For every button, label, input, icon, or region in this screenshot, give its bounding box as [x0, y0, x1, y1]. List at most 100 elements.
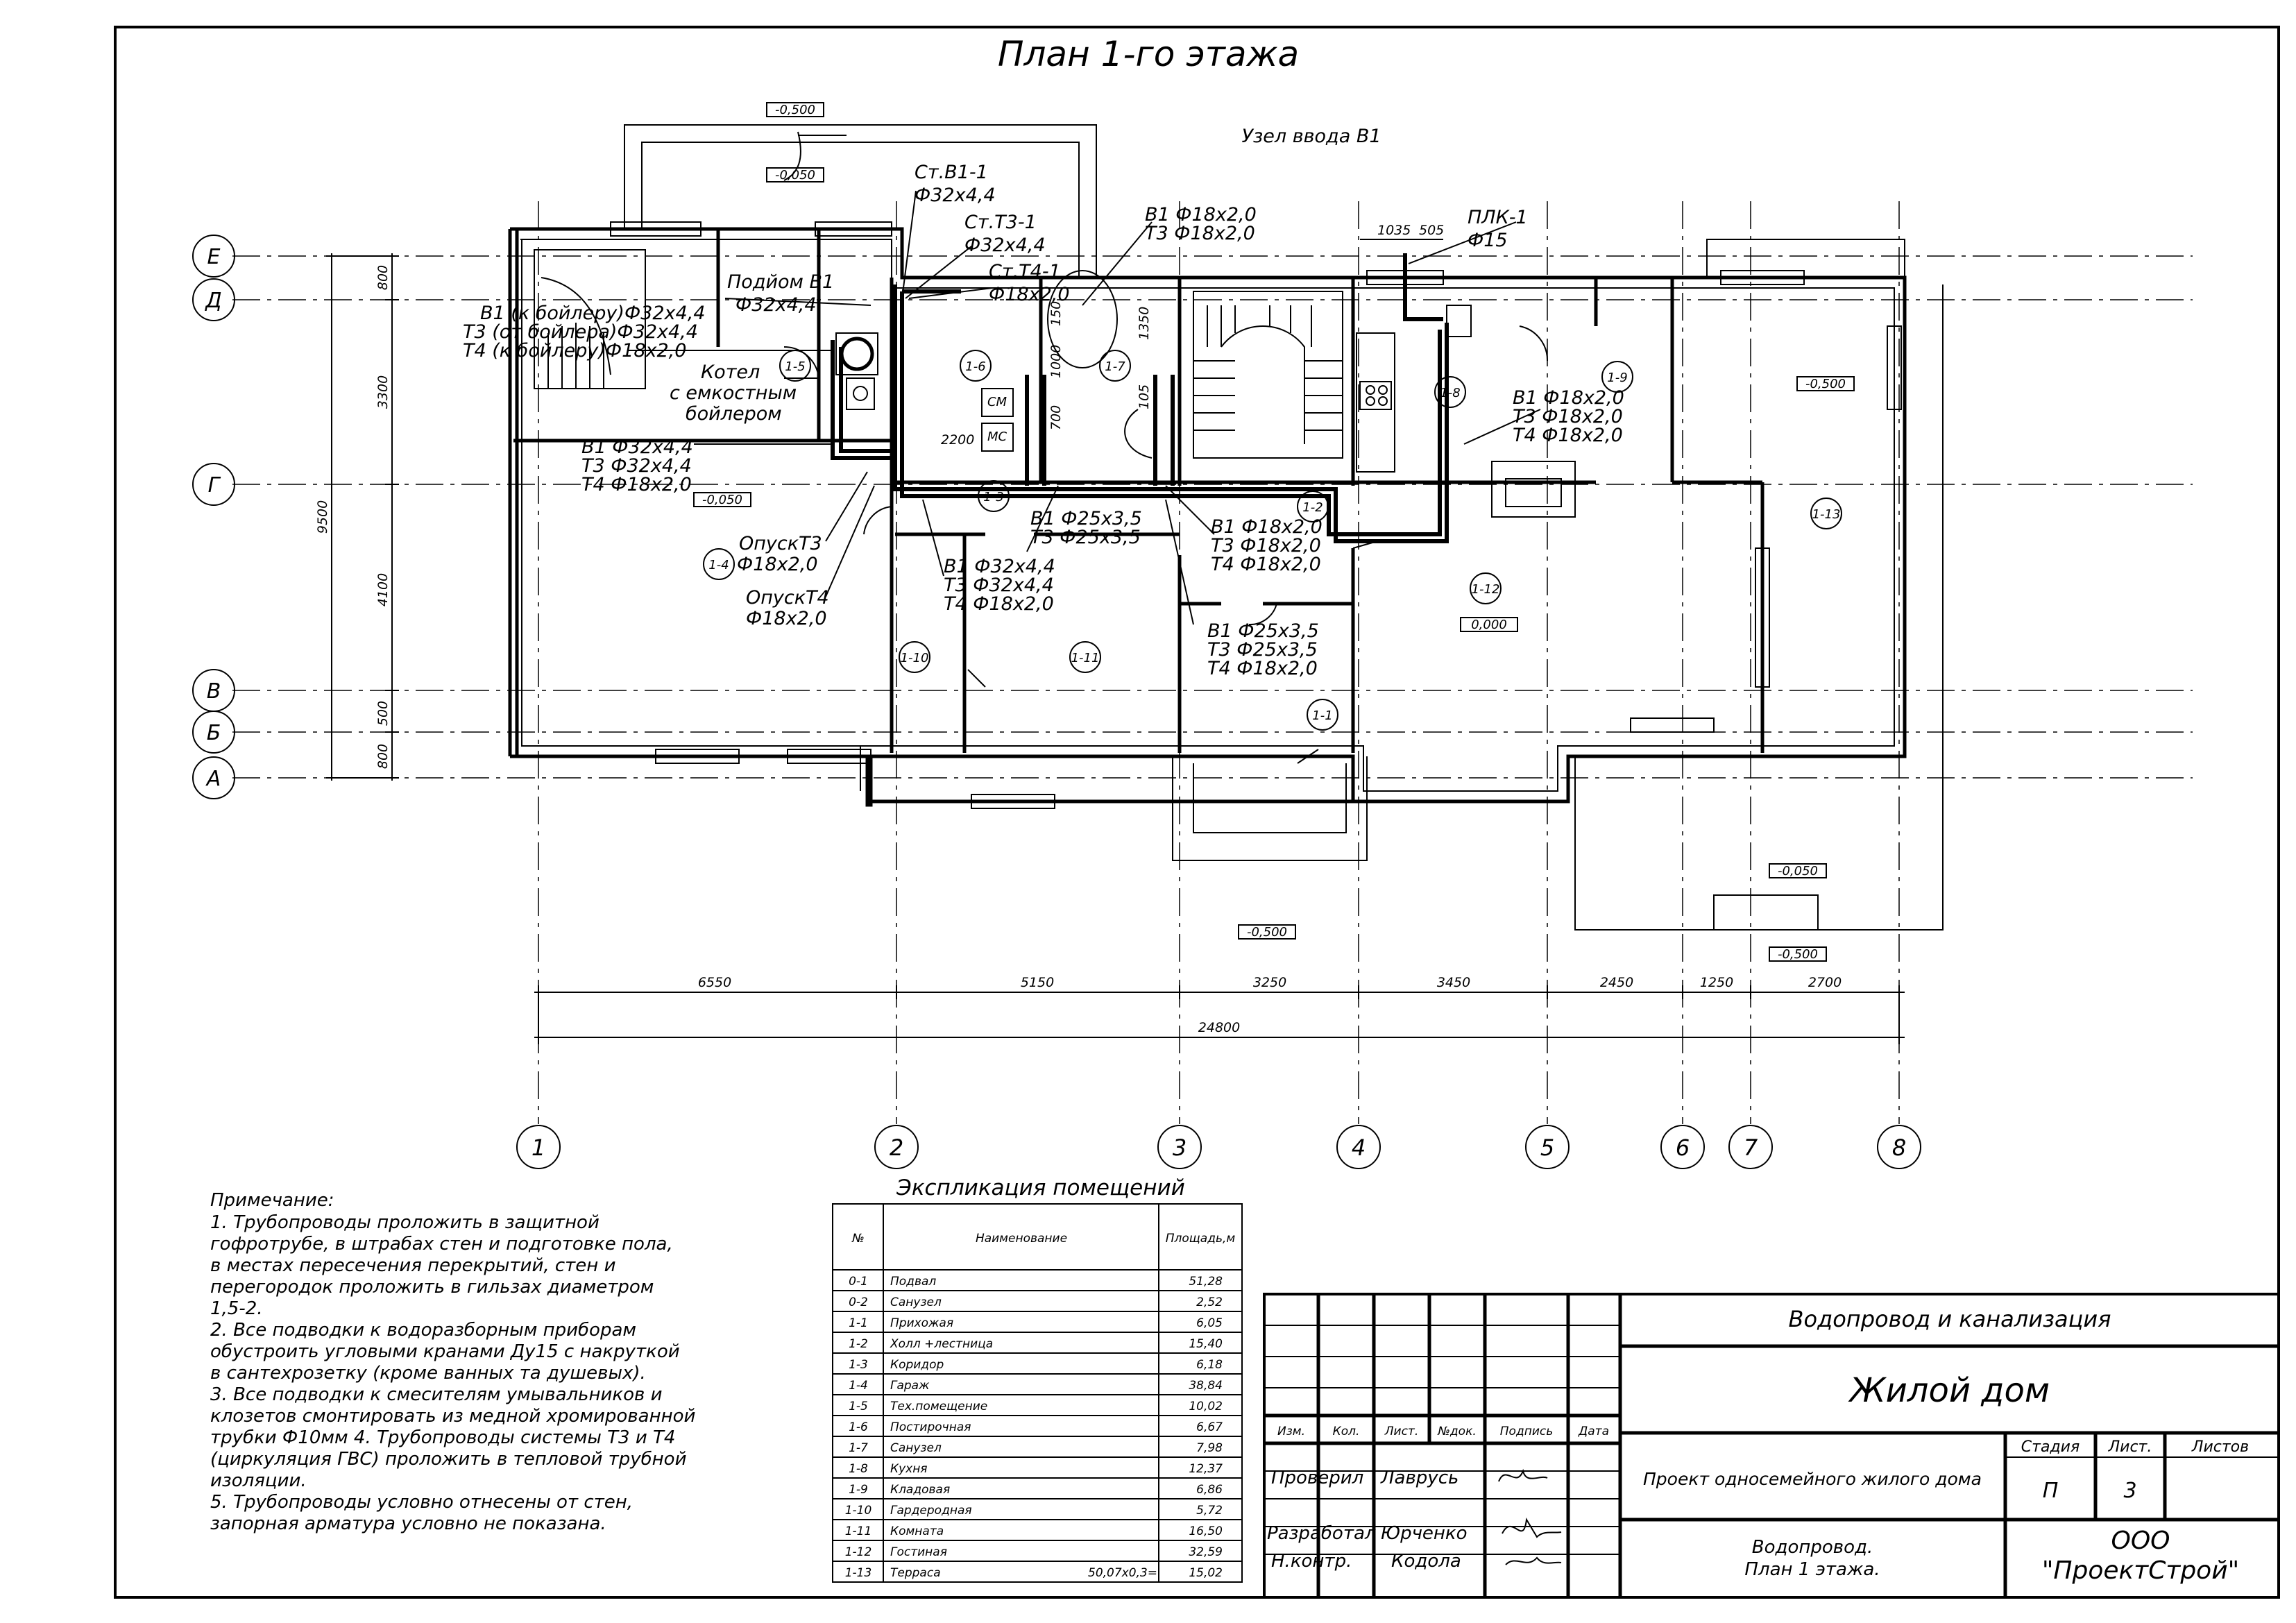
pipe-labels: Ст.В1-1 Ф32х4,4 Ст.Т3-1 Ф32х4,4 Ст.Т4-1 …	[463, 162, 1624, 679]
svg-text:Ст.Т3-1: Ст.Т3-1	[964, 212, 1037, 233]
room-name: Гардеродная	[890, 1504, 972, 1518]
room-marker: 1-6	[965, 359, 985, 374]
svg-text:В1 Ф25х3,5: В1 Ф25х3,5	[1030, 508, 1142, 529]
note-line: 1. Трубопроводы проложить в защитной	[210, 1212, 599, 1233]
company-name: ООО	[2111, 1527, 2170, 1555]
level-marks: -0,500 -0,050 -0,050 -0,500 -0,050 -0,50…	[693, 102, 1855, 962]
axis-col-label: 4	[1352, 1135, 1366, 1161]
room-marker: 1-2	[1302, 500, 1323, 515]
svg-text:Наименование: Наименование	[976, 1232, 1067, 1246]
room-name: Кладовая	[890, 1483, 950, 1497]
room-marker: 1-13	[1812, 507, 1841, 522]
room-number: 1-1	[849, 1316, 868, 1330]
signature	[1498, 1468, 1548, 1482]
svg-text:2450: 2450	[1600, 975, 1633, 990]
svg-text:В1 Ф25х3,5: В1 Ф25х3,5	[1207, 620, 1319, 642]
svg-text:3450: 3450	[1437, 975, 1470, 990]
room-area: 6,18	[1196, 1358, 1223, 1372]
svg-text:1250: 1250	[1700, 975, 1733, 990]
signature	[1502, 1518, 1562, 1538]
room-area: 12,37	[1189, 1462, 1223, 1476]
svg-text:3250: 3250	[1253, 975, 1286, 990]
room-marker: 1-7	[1105, 359, 1125, 374]
svg-text:В1 (к бойлеру)Ф32х4,4: В1 (к бойлеру)Ф32х4,4	[480, 303, 705, 324]
svg-text:2700: 2700	[1808, 975, 1842, 990]
svg-text:-0,050: -0,050	[775, 168, 815, 182]
svg-text:800: 800	[375, 744, 391, 769]
axis-row-label: Г	[208, 473, 221, 498]
svg-text:Т3 Ф25х3,5: Т3 Ф25х3,5	[1207, 639, 1318, 661]
room-number: 0-1	[849, 1275, 868, 1289]
room-name: Холл +лестница	[890, 1337, 993, 1351]
room-number: 1-12	[845, 1545, 872, 1559]
svg-text:В1 Ф18х2,0: В1 Ф18х2,0	[1211, 516, 1323, 538]
svg-text:Листов: Листов	[2191, 1438, 2249, 1456]
room-number: 1-7	[849, 1441, 868, 1455]
svg-text:Т4 Ф18х2,0: Т4 Ф18х2,0	[581, 474, 692, 495]
axis-col-label: 6	[1676, 1135, 1690, 1161]
room-number: 1-4	[849, 1379, 868, 1393]
room-name: Комната	[890, 1524, 944, 1538]
room-name: Постирочная	[890, 1420, 971, 1434]
svg-text:ПЛК-1: ПЛК-1	[1468, 207, 1528, 228]
svg-text:В1 Ф32х4,4: В1 Ф32х4,4	[944, 556, 1055, 577]
room-marker: 1-11	[1071, 651, 1100, 665]
room-area: 10,02	[1189, 1400, 1223, 1413]
title-block: Водопровод и канализация Жилой дом Изм. …	[1263, 1293, 2280, 1599]
svg-text:-0,500: -0,500	[1805, 377, 1846, 391]
note-line: гофротрубе, в штрабах стен и подготовке …	[210, 1234, 673, 1255]
room-marker: 1-9	[1607, 371, 1627, 385]
room-area: 38,84	[1189, 1379, 1223, 1393]
axis-col-label: 2	[890, 1135, 903, 1161]
svg-text:150: 150	[1048, 301, 1064, 326]
svg-text:1350: 1350	[1137, 307, 1152, 340]
svg-text:Ф18х2,0: Ф18х2,0	[746, 608, 827, 629]
axis-col-label: 8	[1892, 1135, 1906, 1161]
svg-text:Котел: Котел	[701, 362, 760, 383]
axis-col-label: 3	[1173, 1135, 1187, 1161]
svg-text:Ф15: Ф15	[1468, 230, 1508, 251]
svg-text:Т3 Ф25х3,5: Т3 Ф25х3,5	[1030, 527, 1141, 548]
note-line: в сантехрозетку (кроме ванных та душевых…	[210, 1363, 646, 1384]
fixture-label: СМ	[987, 395, 1007, 409]
room-name: Санузел	[890, 1295, 942, 1309]
room-number: 1-13	[845, 1566, 872, 1580]
svg-text:-0,500: -0,500	[1778, 947, 1818, 962]
svg-text:Т3 Ф32х4,4: Т3 Ф32х4,4	[581, 455, 692, 477]
room-area: 7,98	[1196, 1441, 1223, 1455]
room-area: 16,50	[1189, 1524, 1223, 1538]
name-label: Кодола	[1391, 1551, 1461, 1572]
svg-text:2200: 2200	[941, 432, 974, 448]
svg-text:Изм.: Изм.	[1277, 1425, 1305, 1438]
role-label: Проверил	[1271, 1468, 1363, 1488]
room-name: Терраса	[890, 1566, 941, 1580]
svg-text:Подпись: Подпись	[1500, 1425, 1553, 1438]
room-area: 6,86	[1196, 1483, 1223, 1497]
svg-text:Дата: Дата	[1578, 1425, 1609, 1438]
room-name: Гостиная	[890, 1545, 947, 1559]
stamp-system: Водопровод и канализация	[1789, 1306, 2111, 1332]
svg-text:Т4 Ф18х2,0: Т4 Ф18х2,0	[944, 593, 1054, 615]
inner-dimensions: 1035 505 2200 700 1000 1350 105 150	[941, 223, 1444, 448]
sheet-number: 3	[2123, 1479, 2136, 1503]
room-name: Подвал	[890, 1275, 936, 1289]
col-axis-markers: 1 2 3 4 5 6 7 8	[516, 1125, 1921, 1169]
room-name: Коридор	[890, 1358, 944, 1372]
name-label: Юрченко	[1381, 1523, 1468, 1544]
room-number: 1-2	[849, 1337, 868, 1351]
room-number: 1-5	[849, 1400, 868, 1413]
sheet-frame	[114, 26, 2280, 1599]
svg-text:Т3 (от бойлера)Ф32х4,4: Т3 (от бойлера)Ф32х4,4	[463, 321, 698, 343]
svg-text:В1 Ф32х4,4: В1 Ф32х4,4	[581, 436, 693, 458]
svg-text:В1 Ф18х2,0: В1 Ф18х2,0	[1513, 387, 1624, 409]
svg-text:-0,500: -0,500	[1247, 925, 1287, 940]
note-line: изоляции.	[210, 1470, 307, 1491]
note-line: 3. Все подводки к смесителям умывальнико…	[210, 1384, 663, 1405]
svg-text:В1 Ф18х2,0: В1 Ф18х2,0	[1145, 204, 1257, 226]
room-marker: 1-10	[901, 651, 929, 665]
svg-text:ОпускТ4: ОпускТ4	[746, 587, 829, 609]
row-axis-markers: Е Д Г В Б А	[192, 235, 235, 799]
room-number: 1-11	[845, 1524, 872, 1538]
svg-text:505: 505	[1419, 223, 1444, 238]
